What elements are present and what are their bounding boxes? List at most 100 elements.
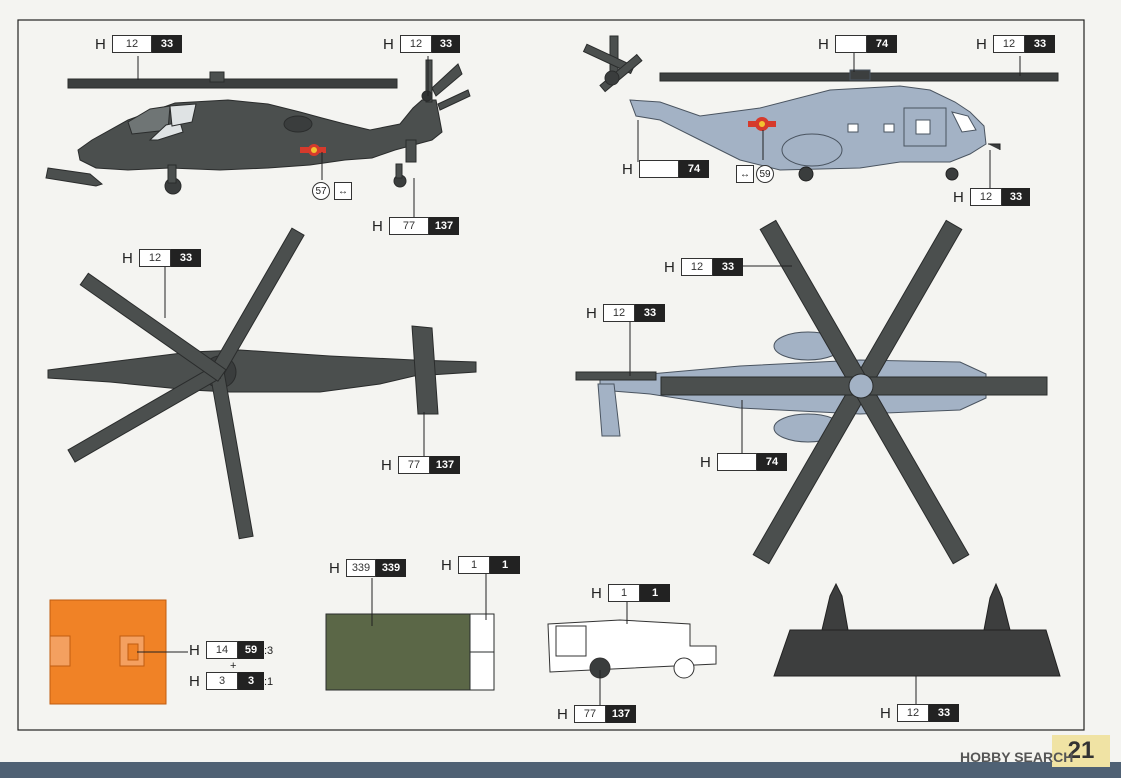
paint-dark: 137 [429, 217, 459, 235]
paint-white: 77 [574, 705, 606, 723]
paint-dark: 33 [713, 258, 743, 276]
z8-top-view [575, 219, 1048, 565]
paint-dark: 33 [635, 304, 665, 322]
container-box [325, 574, 495, 691]
part-letter: H [95, 35, 106, 53]
ratio-label-2: :1 [264, 676, 274, 688]
paint-white: 339 [346, 559, 376, 577]
z10-blade-4 [79, 272, 227, 382]
display-stand [773, 582, 1061, 706]
paint-white: 77 [398, 456, 430, 474]
paint-white: 1 [458, 556, 490, 574]
z10-tail-fin [431, 63, 463, 97]
flip-icon: ↔ [334, 182, 352, 200]
part-letter: H [189, 672, 200, 690]
paint-white: 12 [970, 188, 1002, 206]
paint-white: 77 [389, 217, 429, 235]
plus-sign: + [230, 660, 237, 672]
callout-z8-side-body: H 74 [622, 160, 709, 178]
paint-dark: 33 [1002, 188, 1030, 206]
ratio-label-1: :3 [264, 645, 274, 657]
part-letter: H [953, 188, 964, 206]
paint-dark: 33 [1025, 35, 1055, 53]
z8-fuselage [629, 85, 987, 171]
z10-main-rotor [67, 78, 398, 89]
paint-white: 12 [681, 258, 713, 276]
part-letter: H [383, 35, 394, 53]
part-letter: H [622, 160, 633, 178]
paint-dark: 137 [606, 705, 636, 723]
callout-z8-top-body: H 74 [700, 453, 787, 471]
paint-dark: 33 [929, 704, 959, 722]
mark-59: 59 [756, 165, 774, 183]
z10-top-fuselage [47, 349, 477, 393]
paint-dark: 33 [432, 35, 460, 53]
part-letter: H [189, 641, 200, 659]
part-letter: H [381, 456, 392, 474]
part-letter: H [441, 556, 452, 574]
paint-white: 1 [608, 584, 640, 602]
part-letter: H [586, 304, 597, 322]
part-letter: H [818, 35, 829, 53]
part-letter: H [700, 453, 711, 471]
callout-z8-side-main-rotor: H 74 [818, 35, 897, 53]
paint-white: 12 [897, 704, 929, 722]
paint-white: 12 [400, 35, 432, 53]
mark-57: 57 [312, 182, 330, 200]
paint-white [835, 35, 867, 53]
paint-dark: 33 [152, 35, 182, 53]
paint-white: 12 [112, 35, 152, 53]
z8-side-view [582, 35, 1059, 190]
paint-white: 12 [139, 249, 171, 267]
paint-dark: 74 [757, 453, 787, 471]
paint-dark: 1 [490, 556, 520, 574]
z10-side-view [45, 56, 471, 218]
part-letter: H [976, 35, 987, 53]
paint-white: 14 [206, 641, 238, 659]
paint-white [639, 160, 679, 178]
z10-fuselage [77, 99, 443, 171]
part-letter: H [557, 705, 568, 723]
z10-top-view [47, 227, 477, 540]
part-letter: H [880, 704, 891, 722]
z10-blade-2 [209, 370, 254, 540]
paint-white: 3 [206, 672, 238, 690]
paint-dark: 3 [238, 672, 264, 690]
paint-white: 12 [603, 304, 635, 322]
page-frame [17, 19, 1085, 731]
paint-white: 12 [993, 35, 1025, 53]
z10-top-tail-fin [411, 325, 439, 415]
part-letter: H [591, 584, 602, 602]
watermark: HOBBY SEARCH [960, 749, 1074, 765]
page-number: 21 [1052, 735, 1110, 767]
paint-dark: 33 [171, 249, 201, 267]
tow-tug [547, 602, 717, 706]
bottom-band [0, 762, 1121, 778]
paint-dark: 59 [238, 641, 264, 659]
flip-icon-2: ↔ [736, 165, 754, 183]
part-letter: H [372, 217, 383, 235]
paint-dark: 74 [867, 35, 897, 53]
paint-dark: 339 [376, 559, 406, 577]
orange-part [49, 599, 188, 705]
paint-dark: 74 [679, 160, 709, 178]
paint-dark: 137 [430, 456, 460, 474]
paint-dark: 1 [640, 584, 670, 602]
